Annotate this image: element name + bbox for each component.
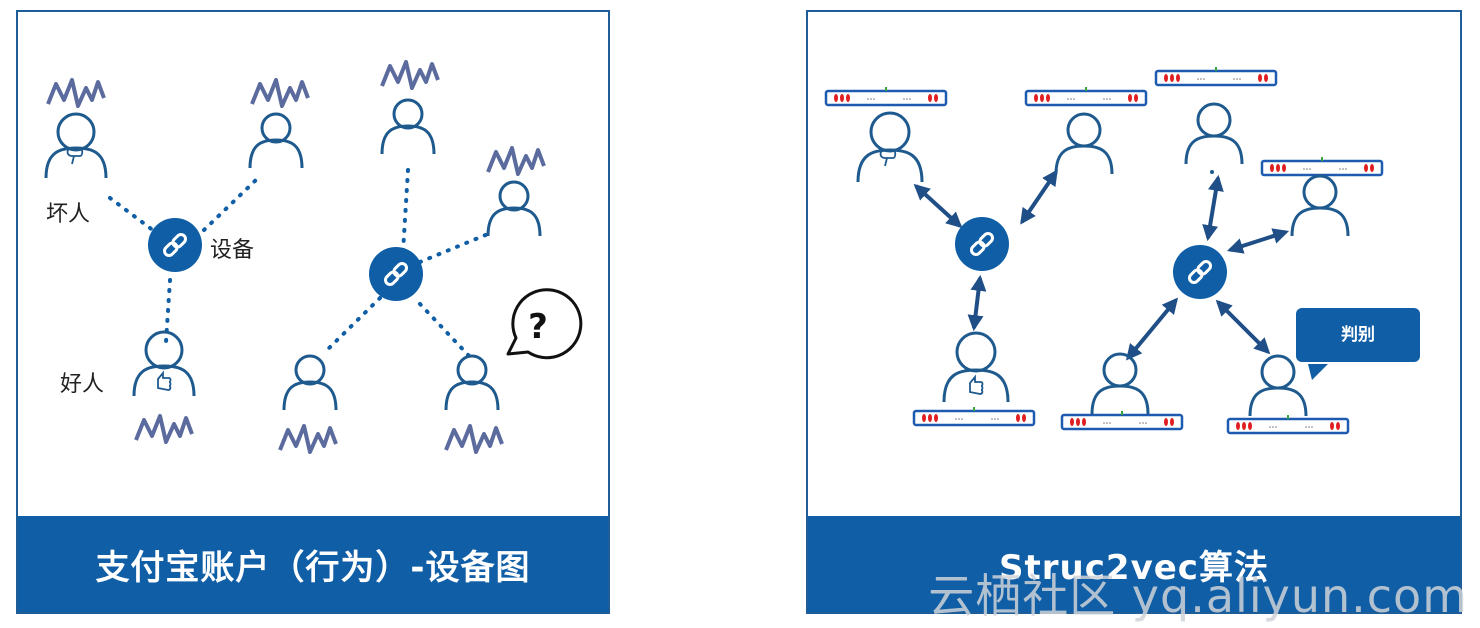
embedding-vector [1024,85,1148,107]
behavior-wave-icon [486,146,546,176]
device-label: 设备 [210,238,255,263]
embedding-vector [912,405,1036,427]
behavior-wave-icon [444,424,504,454]
device-link-node-icon [146,216,204,274]
behavior-wave-icon [380,60,440,90]
judge-callout-tail [1308,364,1328,380]
person-icon [1184,102,1244,166]
account-device-graph: ? [44,60,583,454]
person-icon [380,98,436,156]
device-link-node-icon [367,245,425,303]
dot [1210,170,1214,174]
good-person-label: 好人 [60,372,105,397]
bad-person-icon [44,112,108,180]
question-bubble-icon: ? [506,288,583,360]
left-panel-title: 支付宝账户（行为）-设备图 [18,516,608,612]
left-panel: ? 坏人 设备 好人 支付宝账户（行为）-设备图 [16,10,610,614]
embedding-vector [824,85,948,107]
target-person-icon [1248,354,1308,418]
person-icon [1054,112,1114,176]
question-mark: ? [528,307,548,347]
device-link-node-icon [953,215,1011,273]
device-link-node-icon [1171,243,1229,301]
behavior-wave-icon [250,78,310,108]
right-panel-title: Struc2vec算法 [808,516,1460,612]
person-icon [486,180,542,238]
person-icon [1290,174,1350,238]
good-person-icon [132,330,196,398]
judge-label: 判别 [1341,325,1375,345]
unknown-person-icon [444,354,500,412]
bad-person-icon [856,111,924,184]
bad-person-label: 坏人 [46,202,91,227]
behavior-wave-icon [278,424,338,454]
bidirectional-arrows [913,169,1290,361]
person-icon [1090,352,1150,416]
embedding-vector [1260,155,1384,177]
struc2vec-diagram [824,65,1384,435]
embedding-vector [1154,65,1278,87]
person-icon [282,354,338,412]
behavior-wave-icon [46,78,106,108]
judge-callout: 判别 [1296,308,1420,362]
watermark: 云栖社区 yq.aliyun.com [928,569,1468,623]
good-person-icon [942,331,1010,404]
behavior-wave-icon [134,414,194,444]
embedding-vector [1060,409,1184,431]
embedding-vector [1226,413,1350,435]
person-icon [248,112,304,170]
